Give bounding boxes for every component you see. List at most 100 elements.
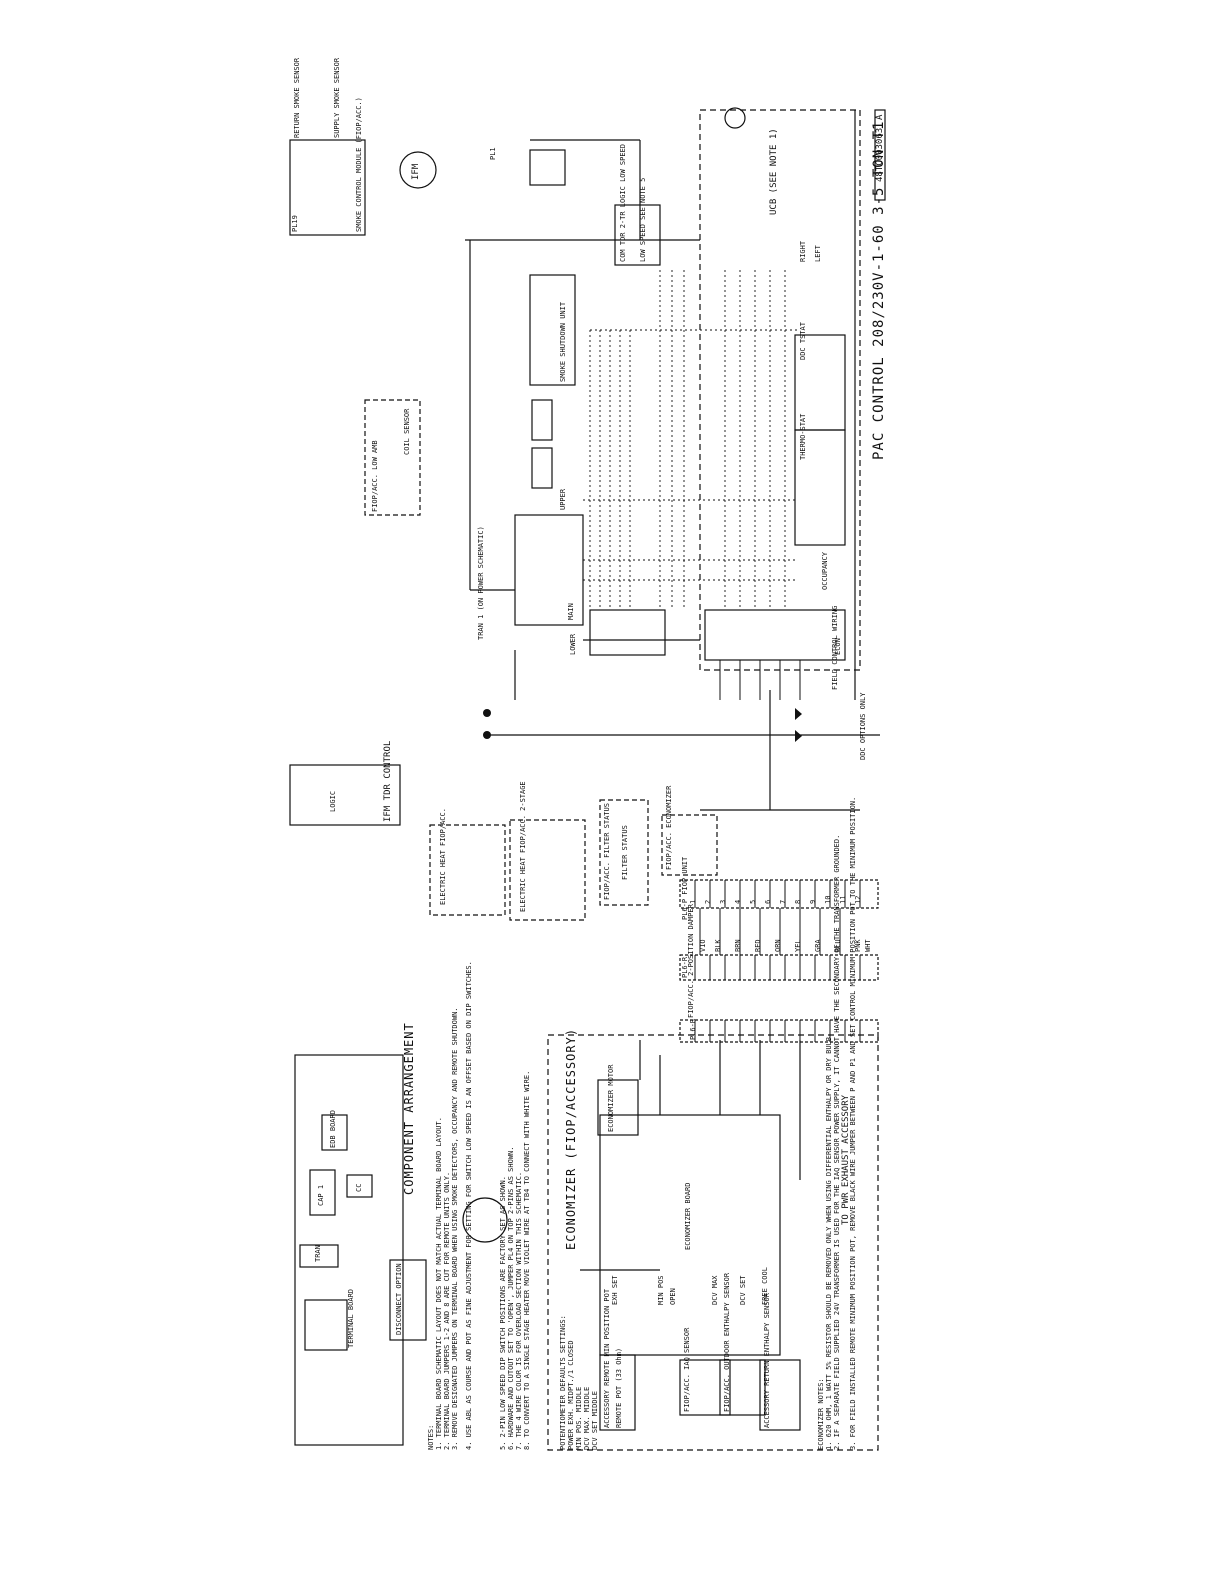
econ-label: ECON bbox=[834, 638, 842, 655]
note-3: 3. REMOVE DESIGNATED JUMPERS ON TERMINAL… bbox=[451, 1007, 459, 1450]
terminal-number: 8 bbox=[794, 899, 802, 904]
logic-label: LOGIC bbox=[329, 790, 337, 812]
terminal-number: 7 bbox=[779, 899, 787, 904]
terminal-number: 1 bbox=[689, 899, 697, 904]
ifm-tdr-box bbox=[289, 764, 401, 826]
filter-switch-label: FILTER STATUS bbox=[621, 825, 629, 880]
terminal-board-label: TERMINAL BOARD bbox=[347, 1288, 355, 1348]
two-position-damper-label: FIOP/ACC. 2-POSITION DAMPER bbox=[687, 904, 695, 1018]
iaq-sensor-box bbox=[679, 1359, 731, 1416]
tran-label: TRAN bbox=[314, 1245, 322, 1262]
terminal-board-part bbox=[304, 1299, 348, 1351]
disconnect-box bbox=[389, 1259, 427, 1341]
cc-part bbox=[346, 1174, 373, 1198]
ucb-label: UCB (SEE NOTE 1) bbox=[769, 128, 779, 215]
smoke-control-box bbox=[289, 139, 366, 236]
economizer-title: ECONOMIZER (FIOP/ACCESSORY) bbox=[564, 1027, 578, 1250]
electric-heat-2-box bbox=[509, 819, 586, 921]
wire-tag: BRN bbox=[734, 939, 742, 952]
edb-board-label: EDB BOARD bbox=[329, 1110, 337, 1148]
wire-tag: ORN bbox=[774, 939, 782, 952]
supply-smoke-label: SUPPLY SMOKE SENSOR bbox=[333, 57, 341, 138]
cc-label: CC bbox=[355, 1183, 363, 1192]
economizer-board-label: ECONOMIZER BOARD bbox=[684, 1182, 692, 1250]
outdoor-enthalpy-box bbox=[719, 1359, 766, 1416]
terminal-number: 5 bbox=[749, 899, 757, 904]
lower-terminal bbox=[589, 609, 666, 656]
connector-lower bbox=[531, 447, 553, 489]
economizer-dial bbox=[462, 1197, 508, 1243]
ddc-right-label: RIGHT bbox=[799, 240, 807, 262]
connector-upper bbox=[531, 399, 553, 441]
low-speed-label: LOW SPEED SEE NOTE 5 bbox=[639, 177, 647, 262]
notes-header: NOTES: bbox=[427, 1424, 435, 1450]
economizer-box bbox=[547, 1034, 879, 1451]
terminal-number: 3 bbox=[719, 899, 727, 904]
filter-status-box-label: FIOP/ACC. FILTER STATUS bbox=[603, 803, 611, 900]
ddc-tstat-label: DDC TSTAT bbox=[799, 322, 807, 360]
note-2: 2. TERMINAL BOARD JUMPERS 1-2 AND 8 ARE … bbox=[443, 1171, 451, 1450]
pot-2: MIN POS. MIDDLE bbox=[575, 1386, 583, 1450]
economizer-board bbox=[599, 1114, 781, 1356]
pl6-r-label: PL6-R bbox=[689, 1018, 697, 1040]
iaq-sensor-label: FIOP/ACC. IAQ SENSOR bbox=[683, 1327, 691, 1412]
tran-part bbox=[299, 1244, 339, 1268]
return-enthalpy-label: ACCESSORY RETURN ENTHALPY SENSOR bbox=[763, 1293, 771, 1428]
component-arrangement-title: COMPONENT ARRANGEMENT bbox=[402, 1022, 416, 1195]
coil-sensor-label: COIL SENSOR bbox=[403, 408, 411, 455]
wire-tag: PNK bbox=[854, 939, 862, 952]
terminal-number: 12 bbox=[854, 895, 862, 904]
economizer-note-1: 1. 620 OHM, 1 WATT 5% RESISTOR SHOULD BE… bbox=[825, 1032, 833, 1450]
wire-tag: BLK bbox=[714, 939, 722, 952]
note-7: 7. THE 4 WIRE COLOR IS FOR OVERLOAD SECT… bbox=[515, 1171, 523, 1450]
electric-heat-label: ELECTRIC HEAT FIOP/ACC. bbox=[439, 808, 447, 905]
wire-tag: WHT bbox=[864, 939, 872, 952]
pl19-label: PL19 bbox=[291, 215, 299, 232]
low-amb-label: FIOP/ACC. LOW AMB bbox=[371, 440, 379, 512]
terminal-number: 6 bbox=[764, 899, 772, 904]
pl6-r2-label: PL6-R bbox=[681, 956, 689, 978]
low-speed-box bbox=[614, 204, 661, 266]
disconnect-label: DISCONNECT OPTION bbox=[395, 1263, 403, 1335]
occupancy-label: OCCUPANCY bbox=[821, 552, 829, 590]
pl1-connector bbox=[529, 149, 566, 186]
cap1-label: CAP 1 bbox=[317, 1184, 325, 1206]
lower-label: LOWER bbox=[569, 633, 577, 655]
pl6-p-label: PL6-P FIOP UNIT bbox=[681, 856, 689, 920]
open-label: OPEN bbox=[669, 1288, 677, 1305]
wire-tag: BLU bbox=[834, 939, 842, 952]
title-block-doc-number: 48TC003063 bbox=[875, 127, 885, 182]
economizer-motor-label: ECONOMIZER MOTOR bbox=[607, 1064, 615, 1132]
wire-tag: YEL bbox=[794, 939, 802, 952]
smoke-shutdown-label: SMOKE SHUTDOWN UNIT bbox=[559, 301, 567, 382]
wire-tag: VIO bbox=[699, 939, 707, 952]
return-enthalpy-box bbox=[759, 1359, 801, 1431]
ifm-motor bbox=[399, 151, 437, 189]
terminal-number: 9 bbox=[809, 899, 817, 904]
terminal-number: 4 bbox=[734, 899, 742, 904]
economizer-note-2: 2. IF A SEPARATE FIELD SUPPLIED 24V TRAN… bbox=[833, 834, 841, 1450]
title-block-revision: A bbox=[875, 114, 885, 120]
cap1-part bbox=[309, 1169, 336, 1216]
note-5: 5. 2-PIN LOW SPEED DIP SWITCH POSITIONS … bbox=[499, 1176, 507, 1450]
low-amb-box bbox=[364, 399, 421, 516]
wire-tag: GRA bbox=[814, 939, 822, 952]
main-label: MAIN bbox=[567, 603, 575, 620]
pl1-label: PL1 bbox=[489, 147, 497, 160]
remote-pot-ohm-label: REMOTE POT (33 Ohm) bbox=[615, 1347, 623, 1428]
ddc-tstat-box bbox=[794, 334, 846, 431]
upper-label: UPPER bbox=[559, 488, 567, 510]
pl6-p-strip bbox=[679, 879, 879, 909]
note-8: 8. TO CONVERT TO A SINGLE STAGE HEATER M… bbox=[523, 1070, 531, 1450]
note-6: 6. HARDWARE AND CUTOUT SET TO 'OPEN', JU… bbox=[507, 1146, 515, 1450]
ifm-tdr-label: IFM TDR CONTROL bbox=[383, 740, 393, 822]
ucb-box bbox=[699, 109, 861, 671]
outdoor-enthalpy-label: FIOP/ACC. OUTDOOR ENTHALPY SENSOR bbox=[723, 1272, 731, 1412]
smoke-shutdown-box bbox=[529, 274, 576, 386]
smoke-control-label: SMOKE CONTROL MODULE (FIOP/ACC.) bbox=[355, 97, 363, 232]
note-4: 4. USE ABL AS COURSE AND POT AS FINE ADJ… bbox=[465, 961, 473, 1450]
terminal-number: 2 bbox=[704, 899, 712, 904]
wire-tag: RED bbox=[754, 939, 762, 952]
terminal-number: 10 bbox=[824, 895, 832, 904]
